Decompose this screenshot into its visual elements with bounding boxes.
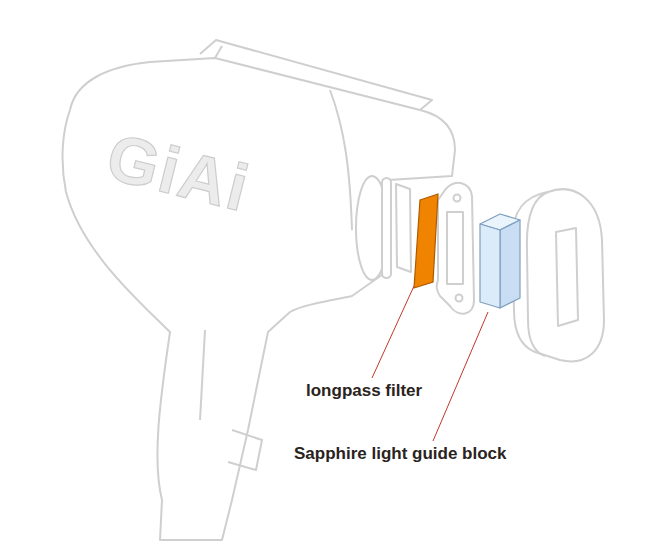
gasket: [437, 183, 474, 314]
lamp-tube: [382, 178, 391, 278]
sapphire-block-side: [500, 220, 520, 308]
sapphire-block-front: [480, 224, 500, 308]
gasket-window: [447, 212, 463, 284]
handpiece-body: [63, 58, 455, 540]
end-cap-window: [556, 228, 578, 326]
part-label: Sapphire light guide block: [292, 444, 509, 464]
leader-line: [433, 312, 488, 441]
glass-plate: [396, 184, 411, 272]
gasket-hole: [454, 195, 461, 202]
part-label: longpass filter: [304, 381, 424, 401]
top-ridge: [200, 40, 432, 110]
end-cap: [512, 189, 604, 361]
longpass-filter: [414, 194, 438, 288]
gasket-hole: [456, 295, 463, 302]
leader-line: [372, 286, 414, 378]
end-cap-rim: [527, 192, 548, 356]
handle-detail: [200, 330, 262, 470]
